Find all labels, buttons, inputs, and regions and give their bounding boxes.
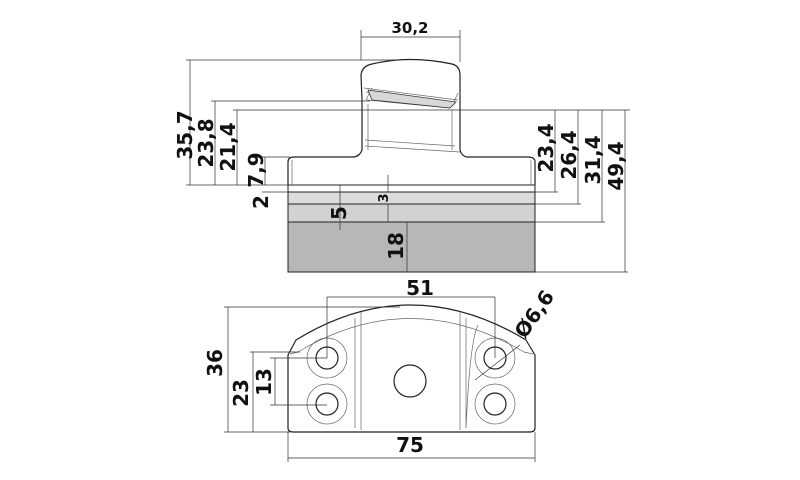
dim-line-75 — [287, 432, 536, 462]
dim-label-30-2: 30,2 — [391, 19, 428, 37]
dim-label-diameter: Ø6,6 — [509, 286, 559, 343]
hole — [483, 392, 507, 416]
dim-label-35-7: 35,7 — [173, 110, 197, 159]
layer-3 — [287, 191, 536, 205]
dim-label-36: 36 — [203, 349, 227, 377]
side-view: 30,2 35,7 23,8 21,4 7,9 2 5 3 18 23,4 26… — [173, 19, 630, 273]
dim-label-26-4: 26,4 — [557, 130, 581, 179]
layer-2 — [287, 184, 536, 193]
plan-detail — [289, 312, 534, 430]
knob-grip — [367, 89, 457, 109]
dim-label-23-4: 23,4 — [534, 123, 558, 172]
dim-line-30-2 — [360, 30, 461, 62]
dim-label-31-4: 31,4 — [581, 135, 605, 184]
dim-label-3: 3 — [377, 193, 392, 202]
dim-lines-left — [186, 59, 460, 193]
layer-18 — [287, 221, 536, 273]
dim-label-13: 13 — [252, 368, 276, 396]
dim-label-23: 23 — [229, 379, 253, 407]
layer-5 — [287, 203, 536, 223]
dim-lines-right — [460, 109, 630, 273]
dim-lines-inner — [339, 175, 408, 272]
plan-view: 51 36 23 13 75 Ø6,6 — [203, 276, 559, 462]
dim-label-49-4: 49,4 — [604, 141, 628, 190]
dim-label-2: 2 — [249, 195, 273, 209]
mounting-holes — [306, 337, 516, 425]
dim-label-51: 51 — [406, 276, 434, 300]
center-hole — [393, 364, 427, 398]
dim-line-diameter — [474, 344, 521, 381]
hole — [315, 392, 339, 416]
dim-label-23-8: 23,8 — [194, 118, 218, 167]
dim-label-7-9: 7,9 — [244, 152, 268, 187]
dim-label-5: 5 — [327, 206, 351, 220]
dim-label-21-4: 21,4 — [216, 122, 240, 171]
base-body-outline — [287, 58, 536, 185]
dim-label-75: 75 — [396, 433, 424, 457]
dim-lines-plan-left — [224, 306, 400, 433]
dim-label-18: 18 — [384, 232, 408, 260]
plan-outline — [287, 304, 536, 433]
